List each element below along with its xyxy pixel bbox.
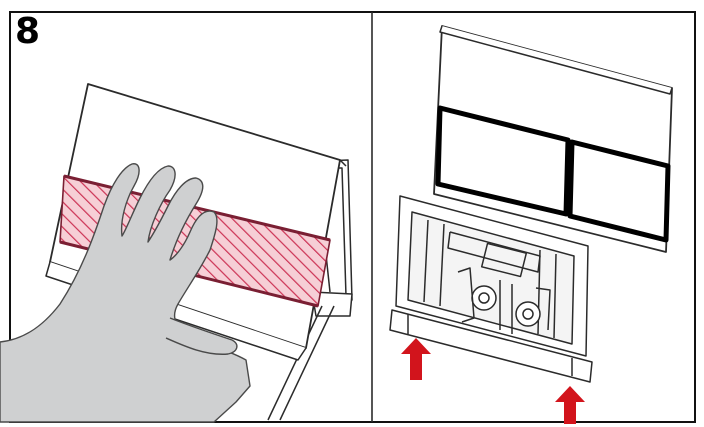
bottom-clip [311, 291, 353, 317]
left-panel [0, 83, 353, 423]
arrow-up-left [401, 338, 431, 380]
flush-button-small [567, 139, 671, 243]
mechanism-right [515, 301, 541, 327]
step-number: 8 [15, 11, 41, 52]
mechanism-left [471, 285, 497, 311]
hand [0, 163, 251, 423]
guide-rail [267, 305, 323, 421]
mounting-frame [389, 195, 593, 383]
right-panel [389, 25, 673, 424]
arrow-up-right [555, 386, 585, 424]
flush-plate-front [433, 25, 673, 253]
frame-bottom-bar [389, 309, 593, 383]
